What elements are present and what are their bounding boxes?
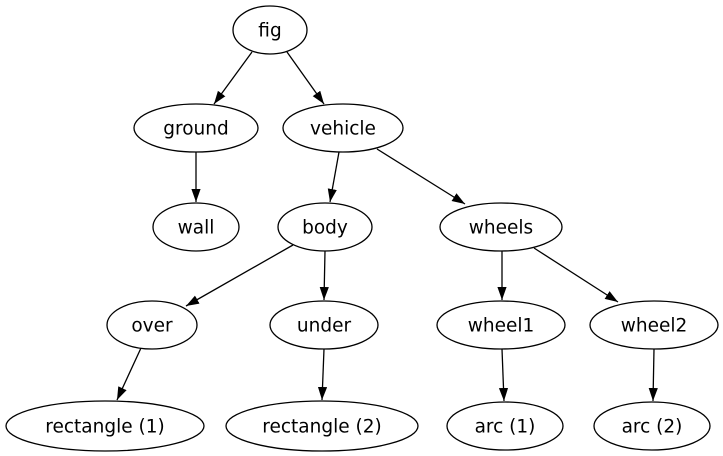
edge-body-to-over [185, 244, 294, 307]
node-arc-1: arc (1) [446, 401, 564, 451]
node-under-label: under [297, 316, 352, 337]
node-fig-shape [232, 5, 308, 55]
edge-layer [116, 51, 658, 402]
node-body-label: body [302, 218, 348, 239]
node-ground: ground [133, 103, 259, 153]
node-rectangle-2-shape [225, 400, 419, 452]
edge-fig-to-vehicle [286, 51, 325, 105]
node-vehicle: vehicle [282, 103, 404, 153]
edge-over-to-rect1 [116, 347, 142, 401]
node-rectangle-1: rectangle (1) [5, 400, 205, 452]
node-arc-1-shape [446, 401, 564, 451]
edge-vehicle-to-body [327, 151, 340, 203]
edge-vehicle-to-wheels [376, 148, 466, 205]
node-ground-label: ground [163, 119, 228, 140]
node-arc-2-label: arc (2) [622, 417, 683, 438]
node-body-shape [277, 202, 373, 252]
node-arc-2: arc (2) [593, 401, 711, 451]
node-rectangle-1-label: rectangle (1) [45, 417, 164, 438]
node-wheel2: wheel2 [589, 300, 719, 350]
node-rectangle-2: rectangle (2) [225, 400, 419, 452]
node-arc-2-shape [593, 401, 711, 451]
node-wheels-label: wheels [469, 218, 533, 239]
edge-wheel2-to-arc2 [648, 348, 658, 402]
node-under-shape [269, 300, 379, 350]
edge-body-to-under [319, 250, 329, 301]
edge-wheels-to-wheel2 [533, 247, 619, 303]
edge-fig-to-ground [213, 51, 253, 105]
node-fig-label: fig [258, 21, 281, 42]
node-wall-shape [152, 202, 240, 252]
node-wall-label: wall [178, 218, 215, 239]
node-wheels: wheels [439, 202, 563, 252]
node-vehicle-label: vehicle [310, 119, 376, 140]
node-rectangle-2-label: rectangle (2) [262, 417, 381, 438]
node-under: under [269, 300, 379, 350]
node-body: body [277, 202, 373, 252]
edge-under-to-rect2 [317, 348, 328, 401]
node-wheel2-label: wheel2 [621, 316, 688, 337]
node-wheel2-shape [589, 300, 719, 350]
node-ground-shape [133, 103, 259, 153]
node-fig: fig [232, 5, 308, 55]
node-over-label: over [131, 316, 173, 337]
node-rectangle-1-shape [5, 400, 205, 452]
node-arc-1-label: arc (1) [475, 417, 536, 438]
node-wheel1-shape [436, 300, 566, 350]
node-wheel1-label: wheel1 [468, 316, 535, 337]
edge-wheel1-to-arc1 [498, 348, 509, 402]
node-over-shape [106, 300, 198, 350]
node-wall: wall [152, 202, 240, 252]
node-wheel1: wheel1 [436, 300, 566, 350]
node-over: over [106, 300, 198, 350]
node-wheels-shape [439, 202, 563, 252]
node-vehicle-shape [282, 103, 404, 153]
